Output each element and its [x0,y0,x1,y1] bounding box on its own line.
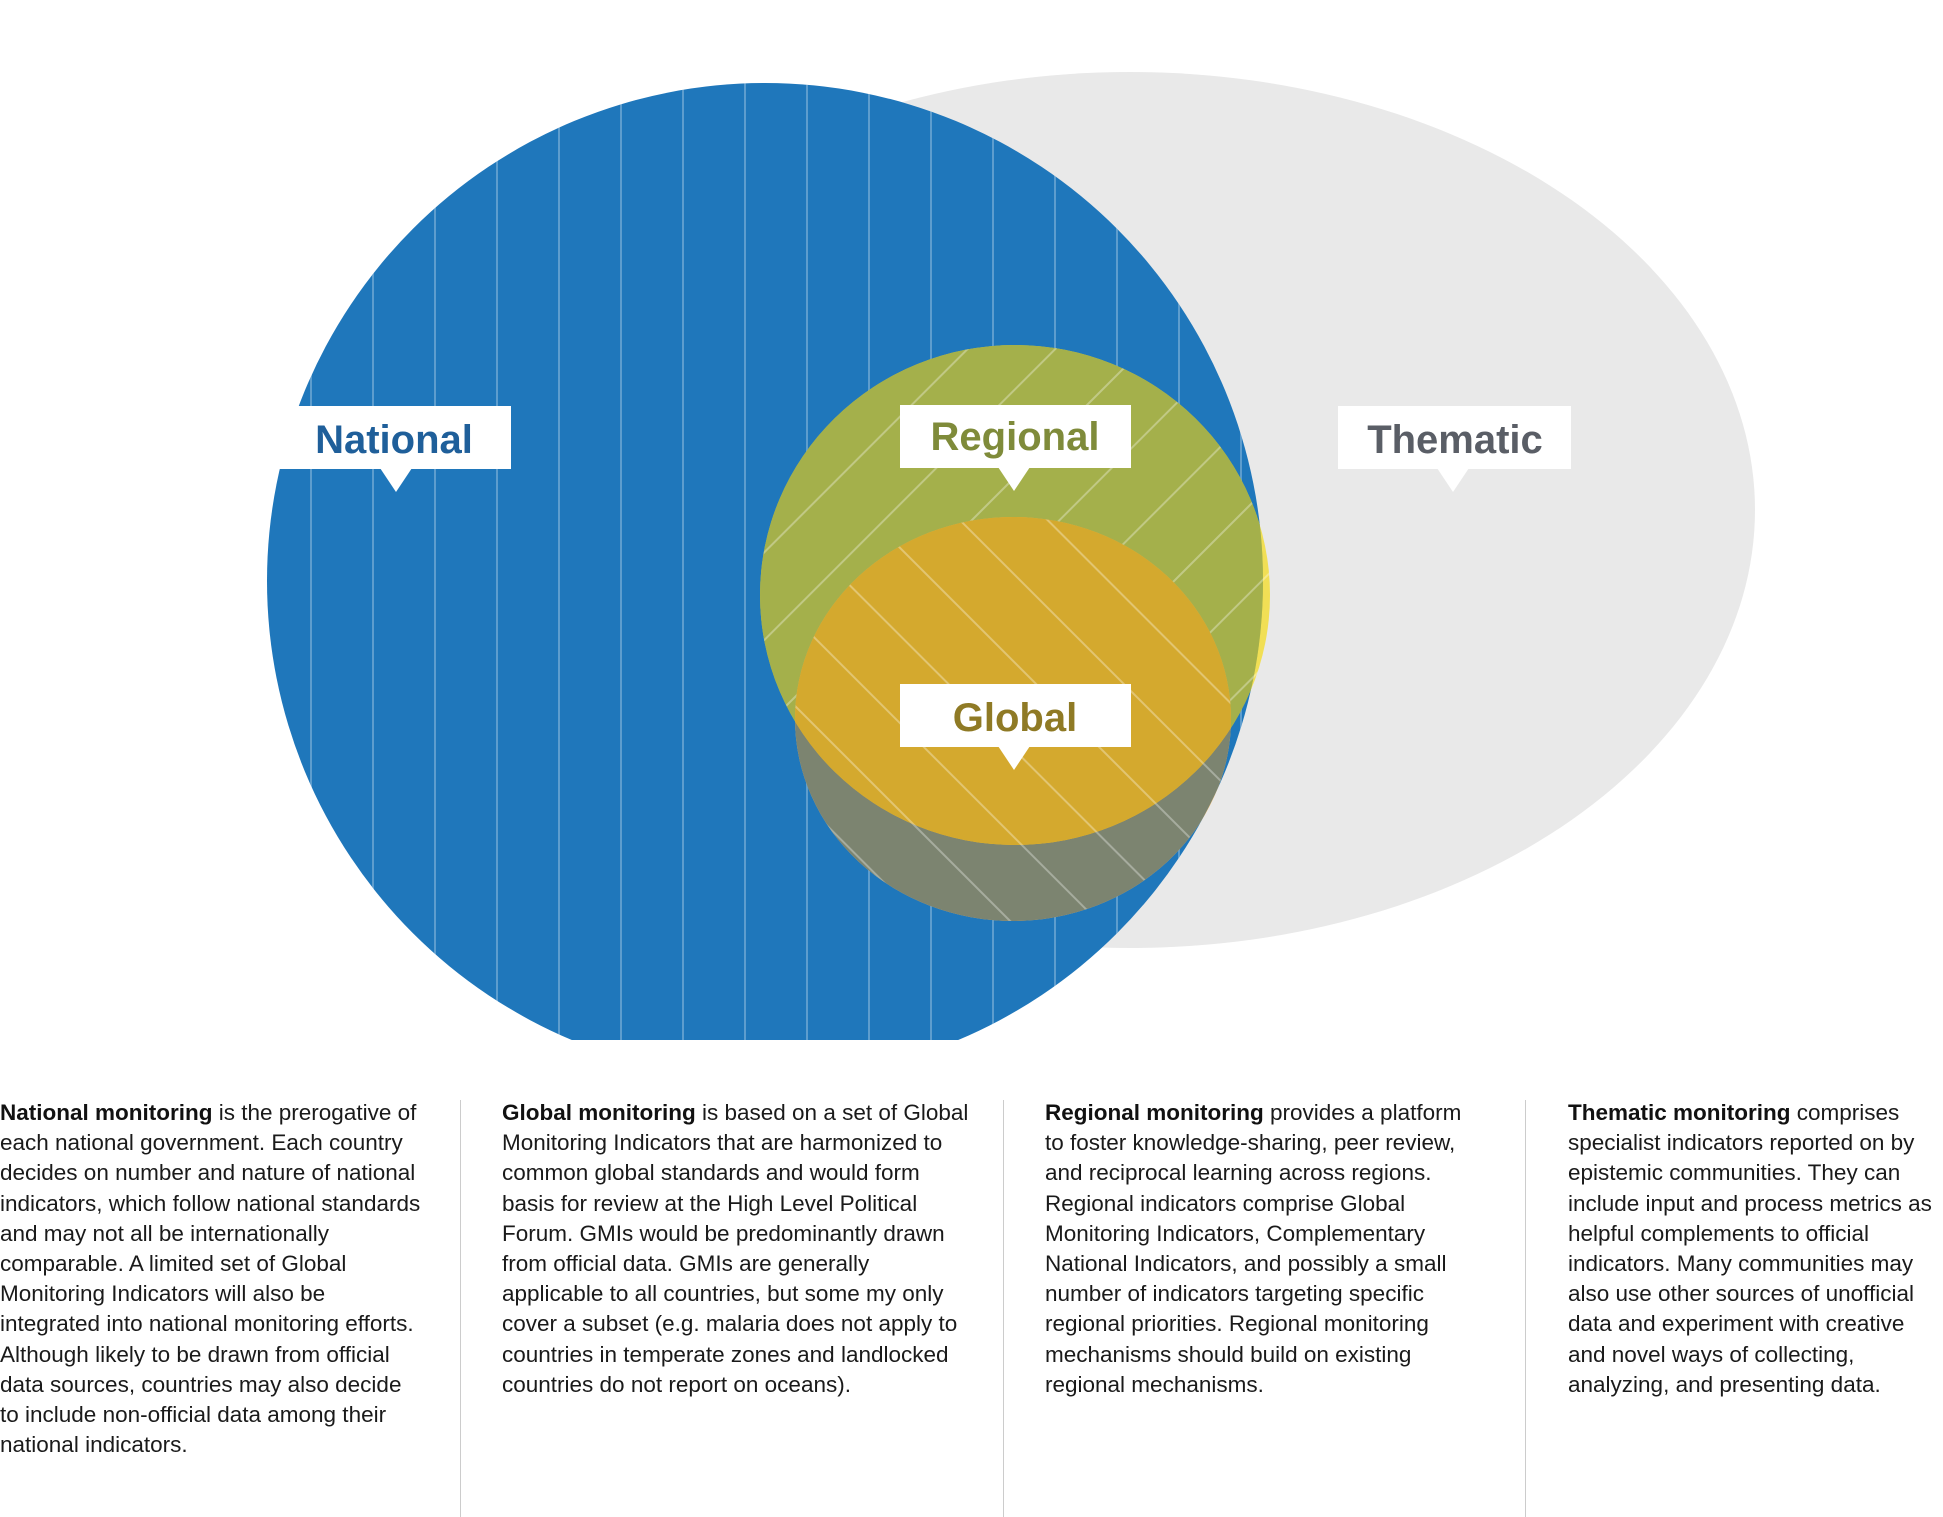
regional-description-heading: Regional monitoring [1045,1100,1264,1125]
column-divider [460,1100,461,1517]
national-description-text: is the prerogative of each national gove… [0,1100,421,1458]
venn-diagram: National Regional Global Thematic [267,72,1755,1040]
national-label: National [315,418,473,462]
regional-callout: Regional [900,405,1131,491]
global-description-text: is based on a set of Global Monitoring I… [502,1100,969,1397]
national-description: National monitoring is the prerogative o… [0,1098,425,1460]
regional-description: Regional monitoring provides a platform … [1045,1098,1475,1400]
regional-description-text: provides a platform to foster knowledge-… [1045,1100,1462,1397]
national-description-heading: National monitoring [0,1100,213,1125]
global-callout: Global [900,684,1131,770]
global-description-heading: Global monitoring [502,1100,696,1125]
thematic-description-heading: Thematic monitoring [1568,1100,1791,1125]
national-callout: National [278,406,511,492]
regional-label: Regional [931,415,1100,459]
column-divider [1003,1100,1004,1517]
column-divider [1525,1100,1526,1517]
global-description: Global monitoring is based on a set of G… [502,1098,972,1400]
thematic-description-text: comprises specialist indicators reported… [1568,1100,1932,1397]
global-label: Global [953,696,1077,740]
thematic-description: Thematic monitoring comprises specialist… [1568,1098,1943,1400]
thematic-label: Thematic [1367,418,1543,462]
thematic-callout: Thematic [1338,406,1571,492]
